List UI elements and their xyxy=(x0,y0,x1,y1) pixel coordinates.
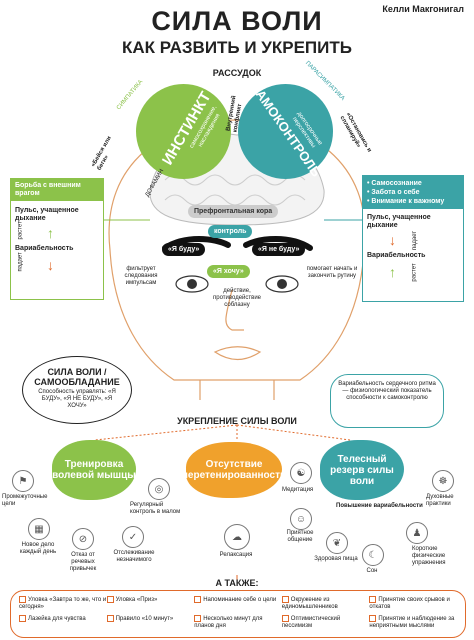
training-item: Промежуточные цели xyxy=(2,494,48,507)
arrow-up-icon: ↑ xyxy=(47,225,54,241)
also-item: Правило «10 минут» xyxy=(106,615,195,630)
will-do-pill: «Я буду» xyxy=(162,243,206,256)
left-variability: Вариабельность xyxy=(15,245,74,252)
also-item-text: Правило «10 минут» xyxy=(115,616,174,623)
right-grows: растет xyxy=(411,262,418,282)
training-blob: Тренировка волевой мышцы xyxy=(52,440,136,500)
also-item: Уловка «Приз» xyxy=(106,596,195,611)
meditation-icon: ☯ xyxy=(290,462,312,484)
also-item: Напоминание себе о цели xyxy=(194,596,282,611)
also-item: Окружение из единомышленников xyxy=(281,596,370,611)
also-item-text: Лазейка для чувства xyxy=(28,616,86,623)
chat-icon: ☺ xyxy=(290,508,312,530)
right-item: • Самосознание xyxy=(367,180,422,187)
hrv-text: Вариабельность сердечного ритма — физиол… xyxy=(338,381,436,401)
prefrontal-pill: Префронтальная кора xyxy=(188,205,279,218)
wont-do-pill: «Я не буду» xyxy=(252,243,306,256)
arrow-down-icon: ↓ xyxy=(47,257,54,273)
right-pulse: Пульс, учащенное дыхание xyxy=(367,214,431,229)
page-subtitle: КАК РАЗВИТЬ И УКРЕПИТЬ xyxy=(122,38,352,57)
training-item: Регулярный контроль в малом xyxy=(130,502,181,515)
willpower-text: Способность управлять: «Я БУДУ», «Я НЕ Б… xyxy=(38,389,116,409)
relax-label: Релаксация xyxy=(219,552,253,558)
also-item-text: Принятие своих срывов и откатов xyxy=(369,597,450,611)
helps-note: помогает начать и закончить рутину xyxy=(306,266,358,279)
control-pill: контроль xyxy=(208,225,253,238)
also-heading: А ТАКЖЕ: xyxy=(215,578,259,588)
food-icon: ❦ xyxy=(326,532,348,554)
left-pulse: Пульс, учащенное дыхание xyxy=(15,207,79,222)
track-icon: ✓ xyxy=(122,526,144,548)
filters-note: фильтрует следования импульсам xyxy=(124,266,158,286)
also-item: Несколько минут для планов дня xyxy=(194,615,282,630)
no-talk-icon: ⊘ xyxy=(72,528,94,550)
instinct-circle: ИНСТИНКТ самосохранение, наслаждения xyxy=(136,84,231,179)
flag-icon: ⚑ xyxy=(12,470,34,492)
right-item: • Внимание к важному xyxy=(367,198,445,205)
action-note: действие, противодействие соблазну xyxy=(212,288,262,308)
calendar-icon: ▦ xyxy=(28,518,50,540)
spiritual-icon: ☸ xyxy=(432,470,454,492)
right-panel-header: • Самосознание • Забота о себе • Внимани… xyxy=(363,176,463,209)
relax-icon: ☁ xyxy=(224,524,250,550)
right-item: • Забота о себе xyxy=(367,189,420,196)
left-falls: падает xyxy=(17,251,24,271)
left-panel-header: Борьба с внешним врагом xyxy=(11,179,103,201)
training-item: Отслеживание незначимого xyxy=(113,550,155,563)
reserve-blob: Телесный резерв силы воли xyxy=(320,440,404,500)
also-item-text: Несколько минут для планов дня xyxy=(194,616,263,630)
also-row-1: Уловка «Завтра то же, что и сегодня» Уло… xyxy=(11,591,465,611)
left-panel: Борьба с внешним врагом Пульс, учащенное… xyxy=(10,178,104,300)
reserve-item: Духовные практики xyxy=(426,494,454,507)
strengthen-heading: УКРЕПЛЕНИЕ СИЛЫ ВОЛИ xyxy=(177,416,297,426)
also-item-text: Напоминание себе о цели xyxy=(203,597,277,604)
want-pill: «Я хочу» xyxy=(207,265,250,278)
also-item-text: Уловка «Завтра то же, что и сегодня» xyxy=(19,597,107,611)
also-item: Уловка «Завтра то же, что и сегодня» xyxy=(19,596,107,611)
reserve-item: Здоровая пища xyxy=(314,556,358,562)
also-box: Уловка «Завтра то же, что и сегодня» Уло… xyxy=(10,590,466,638)
also-row-2: Лазейка для чувства Правило «10 минут» Н… xyxy=(11,611,465,630)
sleep-icon: ☾ xyxy=(362,544,384,566)
also-item-text: Оптимистический пессимизм xyxy=(281,616,341,630)
exercise-icon: ♟ xyxy=(406,522,428,544)
willpower-bubble: СИЛА ВОЛИ / САМООБЛАДАНИЕ Способность уп… xyxy=(22,356,132,424)
page-title: СИЛА ВОЛИ xyxy=(151,6,323,36)
control-icon: ◎ xyxy=(148,478,170,500)
right-variability: Вариабельность xyxy=(367,252,426,259)
reason-label: РАССУДОК xyxy=(212,68,262,78)
also-item: Принятие и наблюдение за неприятными мыс… xyxy=(369,615,457,630)
also-item: Лазейка для чувства xyxy=(19,615,107,630)
reserve-item: Приятное общение xyxy=(286,530,314,543)
arrow-down-icon: ↓ xyxy=(389,232,396,248)
also-item: Принятие своих срывов и откатов xyxy=(369,596,457,611)
hrv-bubble: Вариабельность сердечного ритма — физиол… xyxy=(330,374,444,428)
training-item: Отказ от речевых привычек xyxy=(69,552,97,572)
reserve-item: Сон xyxy=(366,568,378,574)
willpower-title: СИЛА ВОЛИ / САМООБЛАДАНИЕ xyxy=(34,367,120,387)
left-grows: растет xyxy=(17,220,24,239)
right-panel: • Самосознание • Забота о себе • Внимани… xyxy=(362,175,464,302)
also-item: Оптимистический пессимизм xyxy=(281,615,370,630)
reserve-item: Короткие физические упражнения xyxy=(412,546,446,566)
selfcontrol-circle: САМОКОНТРОЛЬ долгосрочные перспективы xyxy=(238,80,333,179)
arrow-up-icon: ↑ xyxy=(389,264,396,280)
no-temptation-blob: Отсутствие перетенированности xyxy=(182,442,286,498)
also-item-text: Уловка «Приз» xyxy=(115,597,158,604)
training-item: Новое дело каждый день xyxy=(19,542,57,555)
also-item-text: Принятие и наблюдение за неприятными мыс… xyxy=(369,616,455,630)
also-item-text: Окружение из единомышленников xyxy=(281,597,338,611)
right-falls: падает xyxy=(412,230,419,250)
author: Келли Макгонигал xyxy=(382,4,464,14)
reserve-item: Медитация xyxy=(282,487,314,493)
hrv-increase-label: Повышение вариабельности xyxy=(336,503,423,509)
